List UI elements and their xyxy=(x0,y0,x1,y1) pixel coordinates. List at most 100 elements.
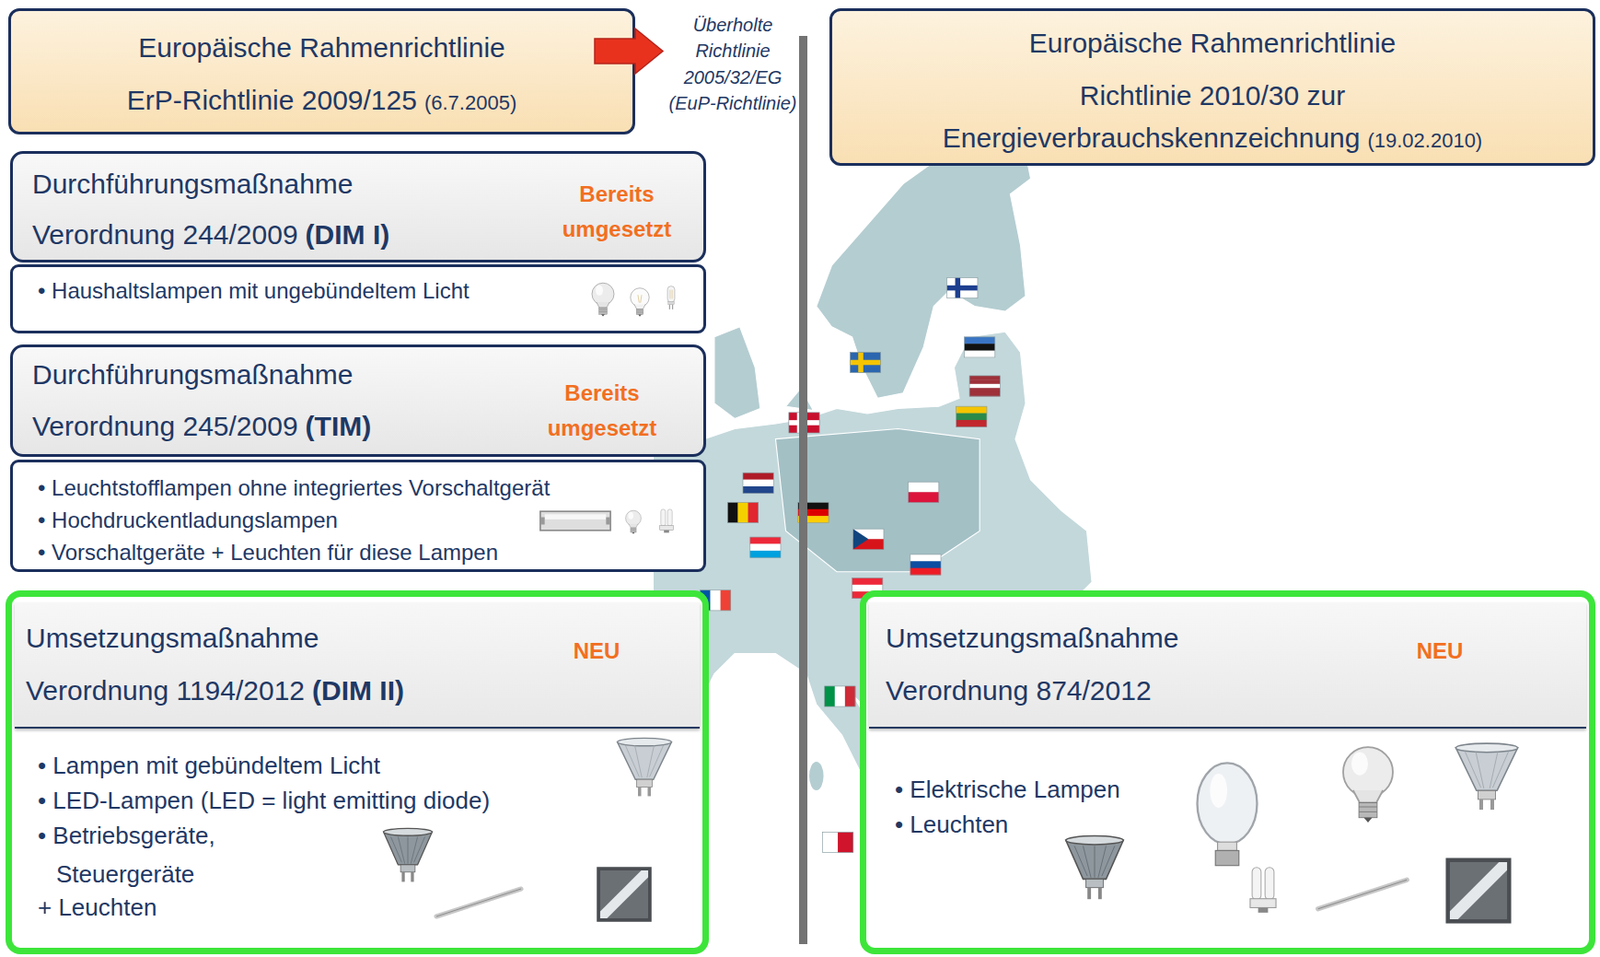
text-line: + Leuchten xyxy=(37,889,157,928)
node-text: Bereits umgesetzt xyxy=(562,181,673,242)
framework-directive-box: Europäische RahmenrichtlinieErP-Richtlin… xyxy=(8,8,636,135)
node-text: • Betriebsgeräte, Steuergeräte xyxy=(37,821,216,888)
node-text: (19.02.2010) xyxy=(1367,128,1483,152)
flag-stripe xyxy=(742,486,774,494)
text-line: • Lampen mit gebündeltem Licht xyxy=(37,747,381,787)
text-line: • Haushaltslampen mit ungebündeltem Lich… xyxy=(37,275,470,310)
flag-stripe xyxy=(824,685,835,707)
node-text: Verordnung 874/2012 xyxy=(885,674,1152,706)
node-text: (6.7.2005) xyxy=(424,91,517,115)
lamp-icon xyxy=(1445,857,1511,923)
flag-outline xyxy=(824,685,856,707)
text-line: • Leuchten xyxy=(894,806,1009,846)
country-flag xyxy=(742,472,774,494)
text-line: Europäische Rahmenrichtlinie xyxy=(11,32,633,69)
flag-stripe xyxy=(956,419,987,428)
red-arrow xyxy=(594,28,663,74)
lamp-icon xyxy=(660,509,674,533)
flag-stripe xyxy=(964,350,996,359)
lamp-icon xyxy=(1066,835,1124,900)
node-text: (TIM) xyxy=(305,410,372,441)
flag-stripe xyxy=(964,336,996,345)
node-text: (DIM I) xyxy=(305,219,391,250)
lamp-icon xyxy=(626,510,642,534)
flag-stripe xyxy=(910,568,941,576)
text-line: • Betriebsgeräte, Steuergeräte xyxy=(37,817,287,895)
new-regulation-box: • Lampen mit gebündeltem Licht• LED-Lamp… xyxy=(5,590,709,954)
regulation-header-band: UmsetzungsmaßnahmeVerordnung 874/2012NEU xyxy=(869,602,1587,729)
country-flag xyxy=(853,528,884,550)
lamp-icon xyxy=(383,827,433,882)
node-text: • Leuchten xyxy=(894,810,1009,838)
country-flag xyxy=(956,405,987,428)
node-text: Durchführungsmaßnahme xyxy=(32,168,354,199)
framework-directive-box: Europäische RahmenrichtlinieRichtlinie 2… xyxy=(829,8,1596,166)
text-line: • Leuchtstofflampen ohne integriertes Vo… xyxy=(37,471,550,507)
text-line: Verordnung 874/2012 xyxy=(885,672,1152,714)
node-text: • Haushaltslampen mit ungebündeltem Lich… xyxy=(37,278,470,303)
country-flag xyxy=(822,831,854,852)
node-text: Verordnung 244/2009 xyxy=(32,219,299,250)
flag-stripe xyxy=(737,501,748,522)
country-flag xyxy=(750,536,781,558)
flag-stripe xyxy=(750,536,781,545)
flag-stripe xyxy=(822,831,838,852)
lamp-icon xyxy=(596,866,652,922)
flag-stripe xyxy=(845,685,856,707)
flag-cross xyxy=(849,359,881,366)
flag-stripe xyxy=(910,554,941,562)
map-region xyxy=(809,761,824,790)
country-flag xyxy=(947,278,978,299)
flag-stripe xyxy=(969,375,1000,381)
flag-field xyxy=(947,278,978,299)
flag-stripe xyxy=(969,392,1000,397)
flag-stripe xyxy=(720,590,731,611)
node-text: NEU xyxy=(573,637,621,663)
flag-stripe xyxy=(956,413,987,421)
flag-stripe xyxy=(834,685,846,707)
flag-outline xyxy=(727,501,758,522)
scope-list-box: • Haushaltslampen mit ungebündeltem Lich… xyxy=(10,264,707,334)
flag-stripe xyxy=(837,831,854,852)
flag-stripe xyxy=(742,472,774,480)
text-line: ErP-Richtlinie 2009/125(6.7.2005) xyxy=(11,84,633,121)
text-line: NEU xyxy=(1407,632,1473,673)
node-text: (DIM II) xyxy=(312,674,405,706)
flag-triangle xyxy=(853,528,870,549)
country-flag xyxy=(727,501,759,522)
lamp-icon xyxy=(667,286,675,310)
flag-outline xyxy=(750,536,781,557)
flag-outline xyxy=(742,472,774,493)
flag-outline xyxy=(947,278,978,299)
scope-list-box: • Leuchtstofflampen ohne integriertes Vo… xyxy=(10,459,707,572)
node-text: ErP-Richtlinie 2009/125 xyxy=(127,84,418,116)
regulation-header-band: UmsetzungsmaßnahmeVerordnung 1194/2012(D… xyxy=(14,602,700,729)
node-text: Europäische Rahmenrichtlinie xyxy=(138,32,506,63)
text-line: Umsetzungsmaßnahme xyxy=(25,619,319,661)
node-text: • Elektrische Lampen xyxy=(894,775,1121,803)
node-text: Verordnung 245/2009 xyxy=(32,410,299,441)
note-label: Überholte Richtlinie 2005/32/EG (EuP-Ric… xyxy=(668,11,798,117)
node-text: • LED-Lampen (LED = light emitting diode… xyxy=(37,786,490,814)
text-line: Durchführungsmaßnahme xyxy=(32,358,354,396)
lamp-icon xyxy=(540,510,611,531)
country-flag xyxy=(824,685,857,707)
flag-stripe xyxy=(969,387,1000,393)
text-line: Verordnung 245/2009(TIM) xyxy=(32,409,372,448)
node-text: NEU xyxy=(1416,637,1464,663)
flag-stripe xyxy=(956,405,987,414)
lamp-icon xyxy=(1455,742,1518,810)
country-flag xyxy=(910,554,941,576)
lamp-icon xyxy=(1197,762,1258,865)
text-line: • LED-Lampen (LED = light emitting diode… xyxy=(37,782,490,822)
flag-outline xyxy=(853,528,884,549)
country-flag xyxy=(849,351,881,372)
divider-line xyxy=(799,35,808,944)
flag-outline xyxy=(964,336,996,358)
flag-stripe xyxy=(742,479,774,487)
note-label-box: Überholte Richtlinie 2005/32/EG (EuP-Ric… xyxy=(668,11,798,117)
node-text: Verordnung 1194/2012 xyxy=(25,674,305,706)
flag-outline xyxy=(908,481,940,502)
flag-stripe xyxy=(910,560,941,569)
text-line: Europäische Rahmenrichtlinie xyxy=(832,27,1593,64)
